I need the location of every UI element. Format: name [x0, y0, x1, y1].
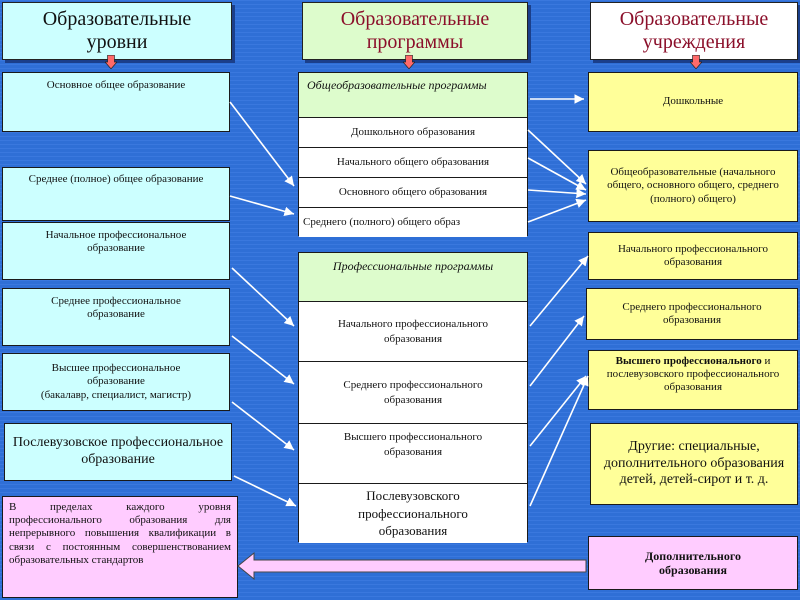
- institution-label: Другие: специальные, дополнительного обр…: [603, 438, 785, 488]
- arrow-preschool-prog: [527, 129, 587, 185]
- institution-label: Среднего профессионального образования: [622, 300, 762, 326]
- arrow-postgrad-to-prof: [233, 475, 297, 507]
- arrow-prof-secondary: [529, 315, 585, 387]
- header-levels: Образовательные уровни: [2, 2, 232, 60]
- arrow-higher-to-prof: [231, 401, 295, 451]
- level-postgraduate: Послевузовское профессиональное образова…: [4, 423, 232, 481]
- general-programs-panel: Общеобразовательные программы Дошкольног…: [298, 72, 528, 237]
- level-basic-general: Основное общее образование: [2, 72, 230, 132]
- header-levels-label: Образовательные уровни: [42, 8, 192, 53]
- header-institutions: Образовательные учреждения: [590, 2, 798, 60]
- program-higher-professional: Высшего профессионального образования: [299, 423, 527, 483]
- note-box: В пределах каждого уровня профессиональн…: [2, 496, 238, 598]
- program-secondary-general: Среднего (полного) общего образ: [299, 207, 527, 237]
- institution-higher-professional: Высшего профессионального и послевузовск…: [588, 350, 798, 410]
- professional-programs-panel: Профессиональные программы Начального пр…: [298, 252, 528, 543]
- institution-secondary-professional: Среднего профессионального образования: [586, 288, 798, 340]
- institution-label: и послевузовского профессионального обра…: [606, 355, 780, 394]
- general-programs-title: Общеобразовательные программы: [299, 73, 527, 117]
- header-programs: Образовательные программы: [302, 2, 528, 60]
- level-label: Основное общее образование: [46, 79, 186, 91]
- arrow-primary-prog: [527, 157, 587, 191]
- institution-label: Дополнительного образования: [645, 548, 741, 577]
- header-programs-label: Образовательные программы: [340, 8, 490, 53]
- level-label: Начальное профессиональное образование: [45, 229, 187, 255]
- arrow-secondary-to-general: [229, 195, 295, 217]
- level-label: Среднее (полное) общее образование: [28, 173, 204, 185]
- down-arrow-icon: [403, 55, 415, 69]
- level-secondary-professional: Среднее профессиональное образование: [2, 288, 230, 346]
- arrow-secondary-prog: [527, 198, 587, 223]
- arrow-secondary-prof-to-prof: [231, 335, 295, 385]
- header-institutions-label: Образовательные учреждения: [619, 8, 769, 53]
- institution-preschool: Дошкольные: [588, 72, 798, 132]
- note-text: В пределах каждого уровня профессиональн…: [9, 501, 231, 566]
- level-higher-professional: Высшее профессиональное образование (бак…: [2, 353, 230, 411]
- program-initial-professional: Начального профессионального образования: [299, 301, 527, 361]
- arrow-prof-initial: [529, 255, 589, 327]
- arrow-prof-higher: [529, 375, 587, 447]
- level-label: Высшее профессиональное образование: [51, 362, 181, 388]
- arrow-basic-prog: [527, 188, 587, 199]
- institution-label-bold: Высшего профессионального: [615, 355, 762, 367]
- program-secondary-professional: Среднего профессионального образования: [299, 361, 527, 423]
- down-arrow-icon: [105, 55, 117, 69]
- institution-general: Общеобразовательные (начального общего, …: [588, 150, 798, 222]
- institution-other: Другие: специальные, дополнительного обр…: [590, 423, 798, 505]
- institution-initial-professional: Начального профессионального образования: [588, 232, 798, 280]
- institution-label: Общеобразовательные (начального общего, …: [607, 166, 779, 205]
- institution-label: Начального профессионального образования: [617, 242, 769, 268]
- level-degrees: (бакалавр, специалист, магистр): [40, 388, 192, 401]
- arrow-prof-postgrad: [529, 375, 589, 507]
- arrow-additional-to-note: [237, 551, 587, 581]
- program-postgraduate: Послевузовского профессионального образо…: [299, 483, 527, 543]
- level-label: Послевузовское профессиональное образова…: [12, 435, 224, 467]
- institution-label: Дошкольные: [662, 95, 724, 108]
- down-arrow-icon: [690, 55, 702, 69]
- level-secondary-general: Среднее (полное) общее образование: [2, 167, 230, 221]
- professional-programs-title: Профессиональные программы: [299, 253, 527, 301]
- institution-additional: Дополнительного образования: [588, 536, 798, 590]
- arrow-initial-to-prof: [231, 267, 295, 327]
- program-preschool: Дошкольного образования: [299, 117, 527, 147]
- level-initial-professional: Начальное профессиональное образование: [2, 222, 230, 280]
- arrow-basic-to-general: [229, 101, 295, 187]
- program-primary-general: Начального общего образования: [299, 147, 527, 177]
- program-basic-general: Основного общего образования: [299, 177, 527, 207]
- level-label: Среднее профессиональное образование: [51, 295, 181, 321]
